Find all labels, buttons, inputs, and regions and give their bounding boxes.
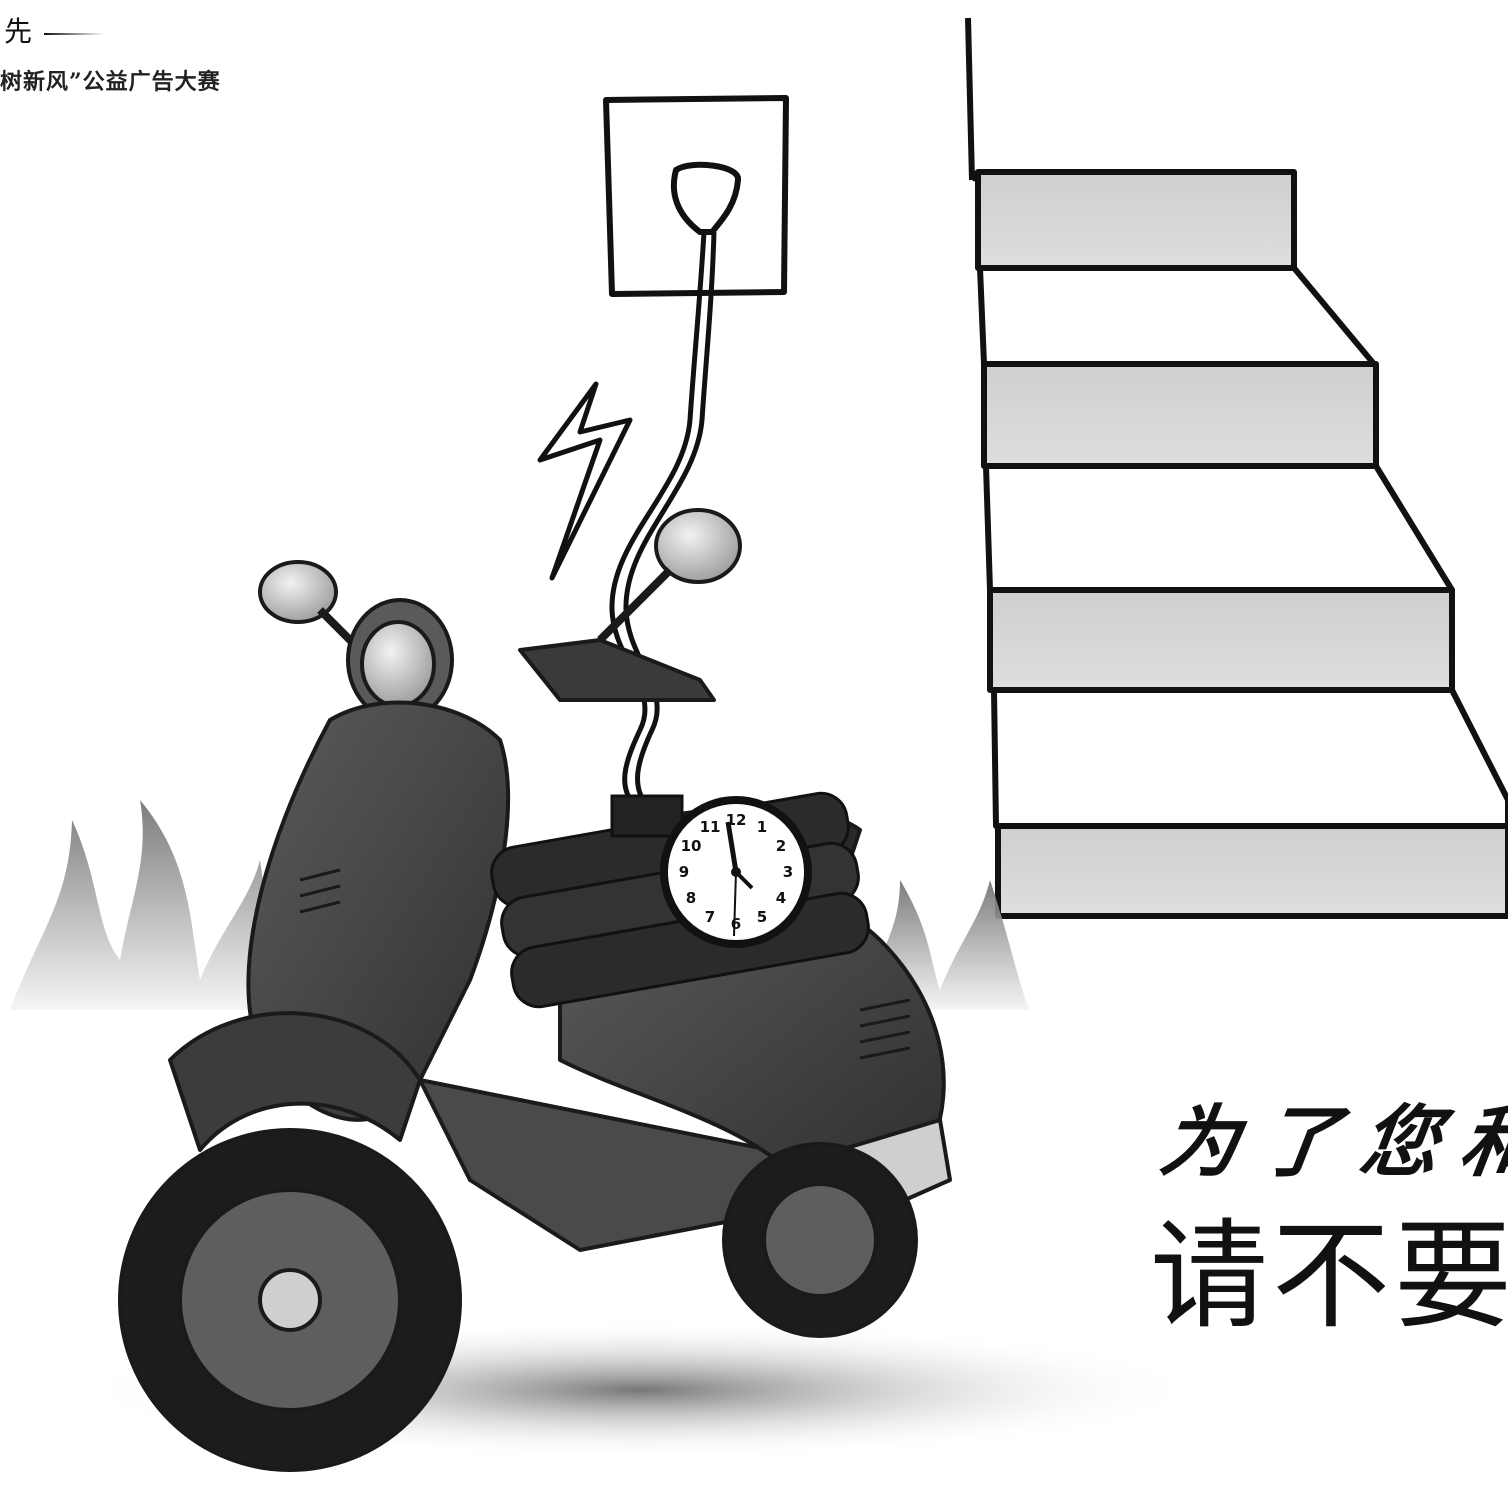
power-outlet-icon <box>603 95 789 297</box>
clock-numeral: 7 <box>705 908 715 926</box>
slogan-line-2: 请不要 <box>1150 1207 1508 1345</box>
clock-numeral: 10 <box>681 837 702 855</box>
header-rule <box>44 32 105 35</box>
header-title-text: 先 <box>4 15 35 48</box>
staircase <box>965 17 1508 919</box>
header-title: 先 <box>4 10 105 50</box>
lightning-bolt-icon <box>537 381 633 581</box>
alarm-clock-icon <box>660 796 812 948</box>
clock-numeral: 3 <box>783 863 793 881</box>
clock-numeral: 12 <box>726 811 747 829</box>
power-cord <box>609 231 717 812</box>
clock-numeral: 11 <box>700 818 721 836</box>
clock-numeral: 8 <box>686 889 696 907</box>
clock-numeral: 9 <box>679 863 689 881</box>
clock-numeral: 1 <box>757 818 767 836</box>
clock-numeral: 4 <box>776 889 786 907</box>
clock-numeral: 5 <box>757 908 767 926</box>
slogan-line-1: 为了您和 <box>1154 1097 1508 1188</box>
header-subtitle: 树新风”公益广告大赛 <box>0 69 221 95</box>
clock-numeral: 6 <box>731 915 741 933</box>
clock-numeral: 2 <box>776 837 786 855</box>
